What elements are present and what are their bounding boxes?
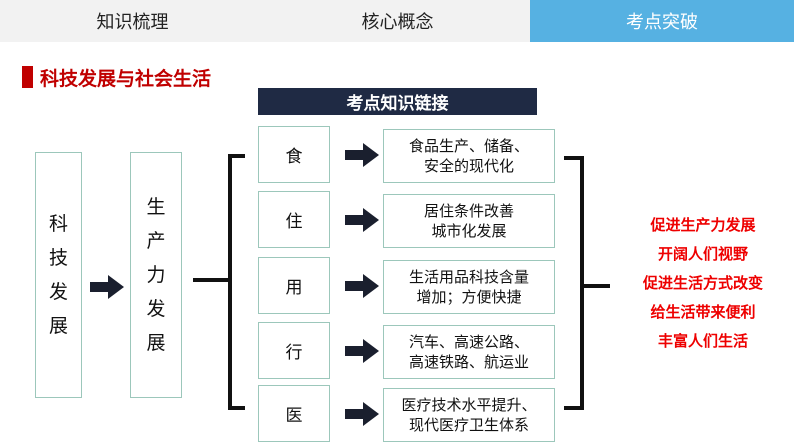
category-description-box: 汽车、高速公路、高速铁路、航运业 [383,325,555,379]
category-description-box: 医疗技术水平提升、现代医疗卫生体系 [383,388,555,442]
category-description-box: 生活用品科技含量增加；方便快捷 [383,260,555,314]
tab-core-concepts[interactable]: 核心概念 [265,0,530,42]
category-description-box: 食品生产、储备、安全的现代化 [383,129,555,183]
description-line: 居住条件改善 [423,202,514,220]
category-box: 医 [258,385,330,442]
category-label: 用 [285,278,303,298]
effect-item: 促进生产力发展 [650,216,756,234]
description-line: 安全的现代化 [423,157,514,175]
category-label: 住 [285,212,303,232]
title-marker [22,66,33,88]
effect-item: 给生活带来便利 [650,303,756,321]
description-line: 现代医疗卫生体系 [408,416,529,434]
arrow-icon [345,339,379,363]
tab-knowledge-review[interactable]: 知识梳理 [0,0,265,42]
tech-development-box: 科技发展 [35,152,82,398]
right-brace-icon [564,156,610,410]
category-label: 医 [285,406,303,426]
tech-development-label: 科技发展 [49,213,69,337]
effect-item: 促进生活方式改变 [642,274,763,292]
category-label: 食 [285,147,303,167]
description-line: 城市化发展 [431,222,507,240]
arrow-icon [345,143,379,167]
left-brace-icon [193,154,245,410]
description-line: 食品生产、储备、 [408,137,529,155]
effect-item: 开阔人们视野 [657,245,748,263]
category-label: 行 [285,343,303,363]
category-box: 用 [258,257,330,314]
tab-key-points[interactable]: 考点突破 [530,0,794,42]
category-description-box: 居住条件改善城市化发展 [383,194,555,248]
arrow-icon [345,274,379,298]
effect-item: 丰富人们生活 [657,332,748,350]
category-box: 住 [258,191,330,248]
arrow-icon [345,402,379,426]
banner: 考点知识链接 [258,88,537,115]
arrow-icon [345,208,379,232]
category-box: 食 [258,126,330,183]
description-line: 医疗技术水平提升、 [401,396,537,414]
section-title: 科技发展与社会生活 [40,68,212,90]
description-line: 增加；方便快捷 [416,288,522,306]
description-line: 高速铁路、航运业 [408,353,529,371]
category-box: 行 [258,322,330,379]
description-line: 汽车、高速公路、 [408,333,529,351]
description-line: 生活用品科技含量 [408,268,529,286]
productivity-box: 生产力发展 [130,152,182,398]
arrow-icon [90,275,124,299]
productivity-label: 生产力发展 [146,196,166,354]
